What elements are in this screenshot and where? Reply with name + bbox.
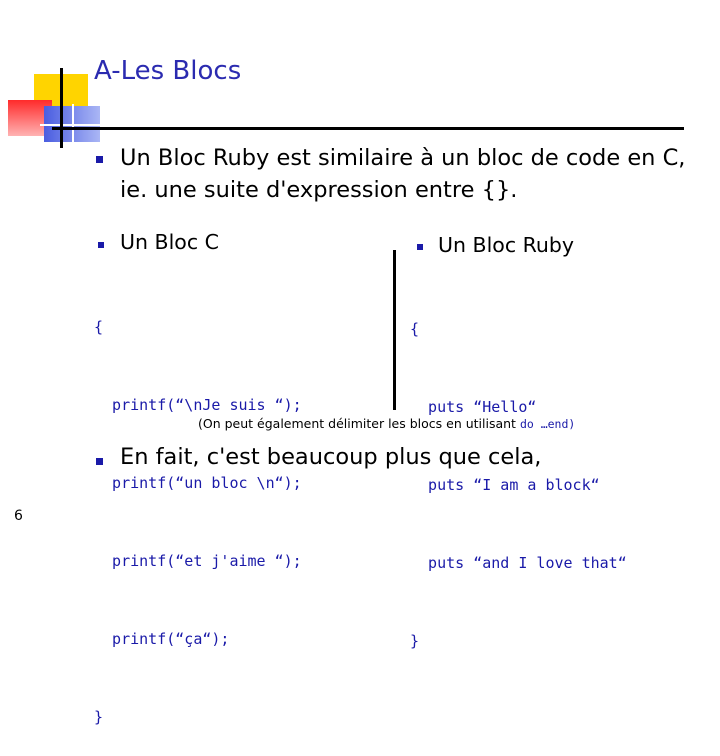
note-text: (On peut également délimiter les blocs e… [198,416,575,431]
c-code-block: { printf(“\nJe suis “); printf(“un bloc … [94,262,302,756]
slide-title: A-Les Blocs [94,56,242,86]
c-code-line: } [94,708,104,726]
bullet-icon [417,244,423,250]
blue-grid-line-v [72,104,74,144]
note-prefix: (On peut également délimiter les blocs e… [198,416,520,431]
title-vertical-rule [60,68,63,148]
bottom-bullet-text: En fait, c'est beaucoup plus que cela, [120,444,542,470]
ruby-code-block: { puts “Hello“ puts “I am a block“ puts … [410,264,627,680]
c-block-heading: Un Bloc C [120,230,219,254]
ruby-block-heading: Un Bloc Ruby [438,233,575,257]
bullet-icon [96,156,103,163]
bullet-icon [96,458,103,465]
ruby-code-line: puts “Hello“ [410,398,537,416]
page-number: 6 [14,508,23,524]
title-underline [52,127,684,130]
c-code-line: printf(“et j'aime “); [94,552,302,570]
ruby-code-line: { [410,320,420,338]
c-code-line: printf(“\nJe suis “); [94,396,302,414]
c-code-line: printf(“ça“); [94,630,230,648]
main-bullet-text: Un Bloc Ruby est similaire à un bloc de … [120,145,686,203]
bullet-icon [98,242,104,248]
c-code-line: printf(“un bloc \n“); [94,474,302,492]
ruby-code-line: } [410,632,420,650]
column-divider [393,250,396,410]
ruby-code-line: puts “I am a block“ [410,476,600,494]
ruby-code-line: puts “and I love that“ [410,554,627,572]
c-code-line: { [94,318,104,336]
note-code: do …end) [519,417,576,431]
